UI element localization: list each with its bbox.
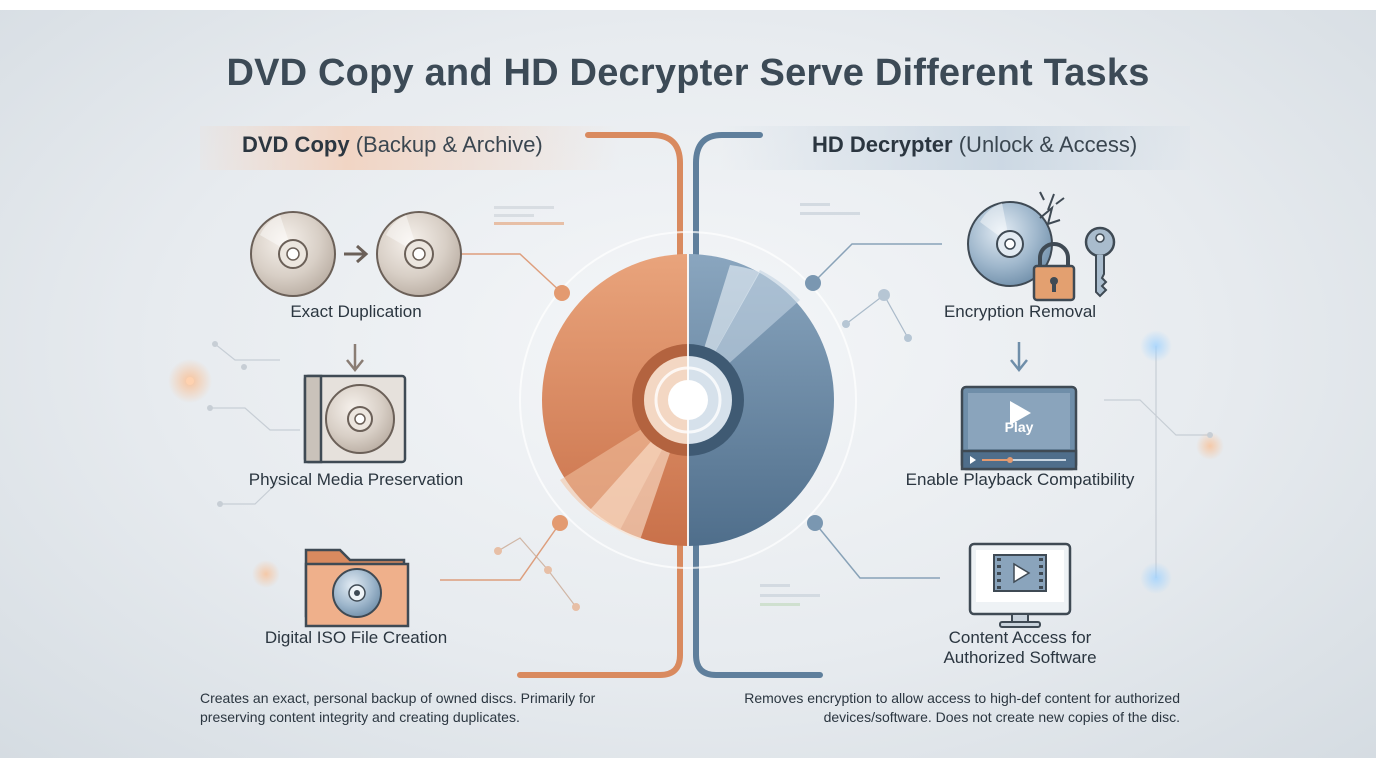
left-item-label-3: Digital ISO File Creation bbox=[264, 628, 448, 647]
split-disc-icon bbox=[542, 254, 834, 546]
infographic-art bbox=[168, 126, 1224, 678]
infographic: DVD Copy and HD Decrypter Serve Differen… bbox=[0, 10, 1376, 758]
right-item-label-2: Enable Playback Compatibility bbox=[905, 470, 1135, 489]
disc-case-icon bbox=[303, 374, 407, 464]
right-header-sub: (Unlock & Access) bbox=[958, 132, 1138, 157]
right-flow-arrow bbox=[1010, 342, 1028, 373]
right-item-label-1: Encryption Removal bbox=[943, 302, 1097, 321]
disc-duplicate-icon bbox=[250, 211, 462, 297]
left-flow-arrow bbox=[346, 344, 364, 373]
play-label: Play bbox=[1004, 419, 1034, 435]
left-item-label-2: Physical Media Preservation bbox=[248, 470, 464, 489]
right-item-label-3b: Authorized Software bbox=[943, 648, 1097, 667]
left-header: DVD Copy (Backup & Archive) bbox=[242, 132, 543, 158]
right-item-label-3a: Content Access for bbox=[948, 628, 1092, 647]
right-header-band bbox=[720, 126, 1190, 170]
page-title: DVD Copy and HD Decrypter Serve Differen… bbox=[226, 52, 1150, 94]
left-header-sub: (Backup & Archive) bbox=[355, 132, 543, 157]
left-footer-text: Creates an exact, personal backup of own… bbox=[200, 690, 596, 725]
monitor-video-icon bbox=[968, 542, 1072, 628]
iso-folder-icon bbox=[304, 548, 410, 628]
video-player-icon bbox=[960, 385, 1078, 471]
left-header-band bbox=[200, 126, 620, 170]
left-header-main: DVD Copy bbox=[242, 132, 350, 157]
disc-lock-key-icon bbox=[967, 191, 1116, 302]
play-triangle-icon[interactable] bbox=[1010, 401, 1031, 425]
left-item-label-1: Exact Duplication bbox=[290, 302, 422, 321]
right-footer-text: Removes encryption to allow access to hi… bbox=[744, 690, 1180, 725]
right-header: HD Decrypter (Unlock & Access) bbox=[812, 132, 1137, 158]
right-header-main: HD Decrypter bbox=[812, 132, 953, 157]
